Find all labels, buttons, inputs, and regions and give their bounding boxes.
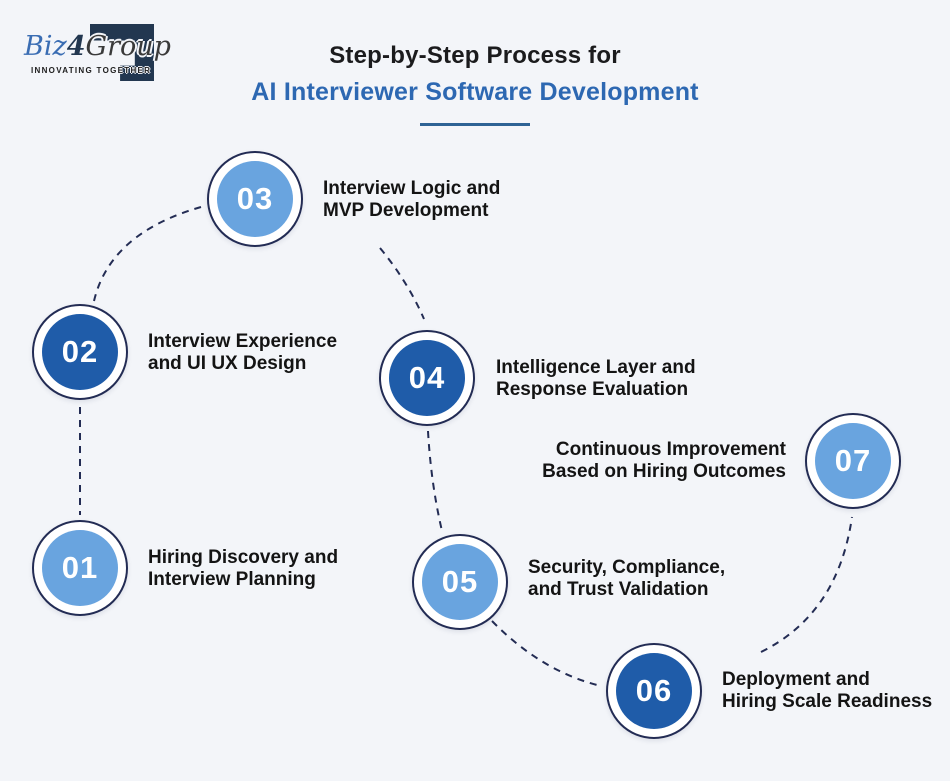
logo-wordmark-biz: Biz xyxy=(24,31,67,62)
step-05-number: 05 xyxy=(422,544,498,620)
logo-wordmark: Biz4Group xyxy=(24,32,171,62)
step-01-number: 01 xyxy=(42,530,118,606)
step-05-label: Security, Compliance, and Trust Validati… xyxy=(528,557,725,601)
step-02-label: Interview Experience and UI UX Design xyxy=(148,331,337,375)
page-title-line1: Step-by-Step Process for xyxy=(329,42,621,69)
step-07-label: Continuous Improvement Based on Hiring O… xyxy=(542,439,786,483)
step-03-label-line1: Interview Logic and xyxy=(323,178,501,199)
page-title-line2: AI Interviewer Software Development xyxy=(251,78,699,106)
step-06-number: 06 xyxy=(616,653,692,729)
title-underline xyxy=(420,123,530,126)
step-07-number: 07 xyxy=(815,423,891,499)
step-04-circle: 04 xyxy=(379,330,475,426)
step-07-label-line2: Based on Hiring Outcomes xyxy=(542,461,786,482)
step-03-number: 03 xyxy=(217,161,293,237)
step-06-label: Deployment and Hiring Scale Readiness xyxy=(722,669,932,713)
step-02-label-line1: Interview Experience xyxy=(148,331,338,352)
step-05-label-line1: Security, Compliance, xyxy=(528,557,726,578)
step-06-circle: 06 xyxy=(606,643,702,739)
step-01-label: Hiring Discovery and Interview Planning xyxy=(148,547,338,591)
step-02-number: 02 xyxy=(42,314,118,390)
step-01-label-line1: Hiring Discovery and xyxy=(148,547,339,568)
step-04-label-line2: Response Evaluation xyxy=(496,379,689,400)
connector-05-06 xyxy=(491,620,598,686)
page-header: Step-by-Step Process for AI Interviewer … xyxy=(0,42,950,126)
step-06-label-line2: Hiring Scale Readiness xyxy=(722,691,933,712)
connector-04-05 xyxy=(427,430,443,532)
step-03-circle: 03 xyxy=(207,151,303,247)
step-02-circle: 02 xyxy=(32,304,128,400)
step-04-number: 04 xyxy=(389,340,465,416)
step-04-label: Intelligence Layer and Response Evaluati… xyxy=(496,357,696,401)
step-07-circle: 07 xyxy=(805,413,901,509)
logo-tagline: INNOVATING TOGETHER xyxy=(31,66,152,75)
connector-03-04 xyxy=(379,247,425,320)
logo-wordmark-group: Group xyxy=(85,31,171,62)
logo-wordmark-digit: 4 xyxy=(66,31,86,62)
step-06-label-line1: Deployment and xyxy=(722,669,870,690)
step-04-label-line1: Intelligence Layer and xyxy=(496,357,696,378)
step-01-label-line2: Interview Planning xyxy=(148,569,316,590)
step-03-label-line2: MVP Development xyxy=(323,200,489,221)
step-05-label-line2: and Trust Validation xyxy=(528,579,709,600)
step-05-circle: 05 xyxy=(412,534,508,630)
step-07-label-line1: Continuous Improvement xyxy=(555,439,786,460)
connector-06-07 xyxy=(760,516,853,653)
step-03-label: Interview Logic and MVP Development xyxy=(323,178,500,222)
step-02-label-line2: and UI UX Design xyxy=(148,353,307,374)
step-01-circle: 01 xyxy=(32,520,128,616)
connector-02-03 xyxy=(93,206,202,302)
company-logo: Biz4Group INNOVATING TOGETHER xyxy=(22,14,182,92)
